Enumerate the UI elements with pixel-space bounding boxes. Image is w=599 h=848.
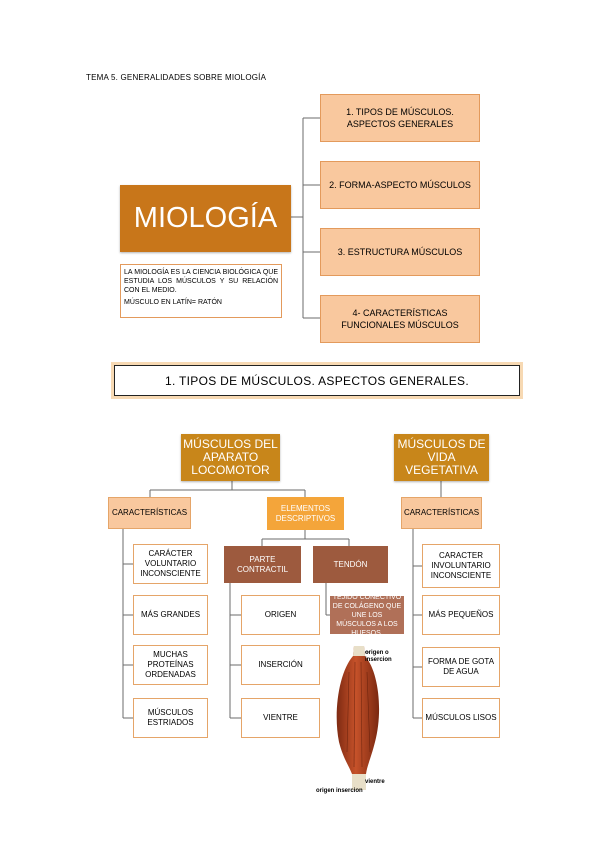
contractile-part-text: PARTE CONTRACTIL bbox=[236, 554, 289, 574]
locomotor-char-4: MÚSCULOS ESTRIADOS bbox=[133, 698, 208, 738]
vegetative-char-3-text: FORMA DE GOTA DE AGUA bbox=[427, 657, 495, 676]
contractile-origen: ORIGEN bbox=[241, 595, 320, 635]
locomotor-title: MÚSCULOS DEL APARATO LOCOMOTOR bbox=[183, 437, 278, 477]
vegetative-char-4-text: MÚSCULOS LISOS bbox=[425, 713, 497, 722]
vegetative-characteristics-text: CARACTERÍSTICAS bbox=[403, 508, 480, 517]
vegetative-title: MÚSCULOS DE VIDA VEGETATIVA bbox=[397, 437, 486, 477]
miologia-title-box: MIOLOGÍA bbox=[120, 185, 291, 252]
vegetative-header: MÚSCULOS DE VIDA VEGETATIVA bbox=[394, 434, 489, 481]
contractile-origen-text: ORIGEN bbox=[264, 610, 297, 619]
locomotor-char-1: CARÁCTER VOLUNTARIO INCONSCIENTE bbox=[133, 544, 208, 584]
vegetative-char-2: MÁS PEQUEÑOS bbox=[422, 595, 500, 635]
branch-tipos-label: 1. TIPOS DE MÚSCULOS. ASPECTOS GENERALES bbox=[346, 107, 454, 129]
locomotor-char-2: MÁS GRANDES bbox=[133, 595, 208, 635]
vegetative-characteristics-label: CARACTERÍSTICAS bbox=[401, 497, 482, 529]
branch-forma-label: 2. FORMA-ASPECTO MÚSCULOS bbox=[329, 180, 471, 190]
definition-box: LA MIOLOGÍA ES LA CIENCIA BIOLÓGICA QUE … bbox=[120, 264, 282, 318]
contractile-vientre-text: VIENTRE bbox=[263, 713, 298, 722]
locomotor-char-4-text: MÚSCULOS ESTRIADOS bbox=[147, 708, 194, 727]
vegetative-char-4: MÚSCULOS LISOS bbox=[422, 698, 500, 738]
contractile-part-box: PARTE CONTRACTIL bbox=[224, 546, 301, 583]
vegetative-char-1-text: CARACTER INVOLUNTARIO INCONSCIENTE bbox=[430, 551, 492, 580]
vegetative-char-1: CARACTER INVOLUNTARIO INCONSCIENTE bbox=[422, 544, 500, 588]
section-heading-frame: 1. TIPOS DE MÚSCULOS. ASPECTOS GENERALES… bbox=[111, 362, 523, 399]
tendon-description-text: TEJIDO CONECTIVO DE COLÁGENO QUE UNE LOS… bbox=[332, 593, 402, 637]
contractile-insercion: INSERCIÓN bbox=[241, 645, 320, 685]
doc-title: TEMA 5. GENERALIDADES SOBRE MIOLOGÍA bbox=[86, 73, 267, 82]
definition-text: LA MIOLOGÍA ES LA CIENCIA BIOLÓGICA QUE … bbox=[124, 269, 278, 294]
tendon-description-box: TEJIDO CONECTIVO DE COLÁGENO QUE UNE LOS… bbox=[330, 594, 404, 637]
elements-descriptive-text: ELEMENTOS DESCRIPTIVOS bbox=[275, 503, 336, 523]
contractile-insercion-text: INSERCIÓN bbox=[258, 660, 303, 669]
locomotor-header: MÚSCULOS DEL APARATO LOCOMOTOR bbox=[181, 434, 280, 481]
branch-forma: 2. FORMA-ASPECTO MÚSCULOS bbox=[320, 161, 480, 209]
vegetative-char-3: FORMA DE GOTA DE AGUA bbox=[422, 647, 500, 687]
branch-tipos: 1. TIPOS DE MÚSCULOS. ASPECTOS GENERALES bbox=[320, 94, 480, 142]
muscle-label-belly: vientre bbox=[365, 779, 385, 785]
latin-note: MÚSCULO EN LATÍN= RATÓN bbox=[124, 299, 222, 306]
locomotor-char-3: MUCHAS PROTEÍNAS ORDENADAS bbox=[133, 645, 208, 685]
branch-funcionales-label: 4- CARACTERÍSTICAS FUNCIONALES MÚSCULOS bbox=[341, 308, 459, 330]
vegetative-char-2-text: MÁS PEQUEÑOS bbox=[428, 610, 494, 619]
locomotor-char-2-text: MÁS GRANDES bbox=[140, 610, 201, 619]
elements-descriptive-box: ELEMENTOS DESCRIPTIVOS bbox=[267, 497, 344, 530]
locomotor-characteristics-label: CARACTERÍSTICAS bbox=[108, 497, 191, 529]
miologia-title: MIOLOGÍA bbox=[133, 202, 278, 234]
branch-estructura: 3. ESTRUCTURA MÚSCULOS bbox=[320, 228, 480, 276]
contractile-vientre: VIENTRE bbox=[241, 698, 320, 738]
branch-estructura-label: 3. ESTRUCTURA MÚSCULOS bbox=[337, 247, 463, 257]
tendon-box: TENDÓN bbox=[313, 546, 388, 583]
muscle-label-bottom: origen insercion bbox=[316, 788, 363, 794]
locomotor-char-1-text: CARÁCTER VOLUNTARIO INCONSCIENTE bbox=[140, 549, 201, 578]
locomotor-characteristics-text: CARACTERÍSTICAS bbox=[111, 508, 188, 517]
branch-funcionales: 4- CARACTERÍSTICAS FUNCIONALES MÚSCULOS bbox=[320, 295, 480, 343]
section-heading: 1. TIPOS DE MÚSCULOS. ASPECTOS GENERALES… bbox=[165, 373, 469, 388]
muscle-label-top: origen o insercion bbox=[365, 650, 392, 663]
locomotor-char-3-text: MUCHAS PROTEÍNAS ORDENADAS bbox=[145, 650, 196, 679]
tendon-text: TENDÓN bbox=[333, 559, 368, 569]
section-heading-box: 1. TIPOS DE MÚSCULOS. ASPECTOS GENERALES… bbox=[114, 365, 520, 396]
muscle-illustration bbox=[336, 646, 380, 790]
